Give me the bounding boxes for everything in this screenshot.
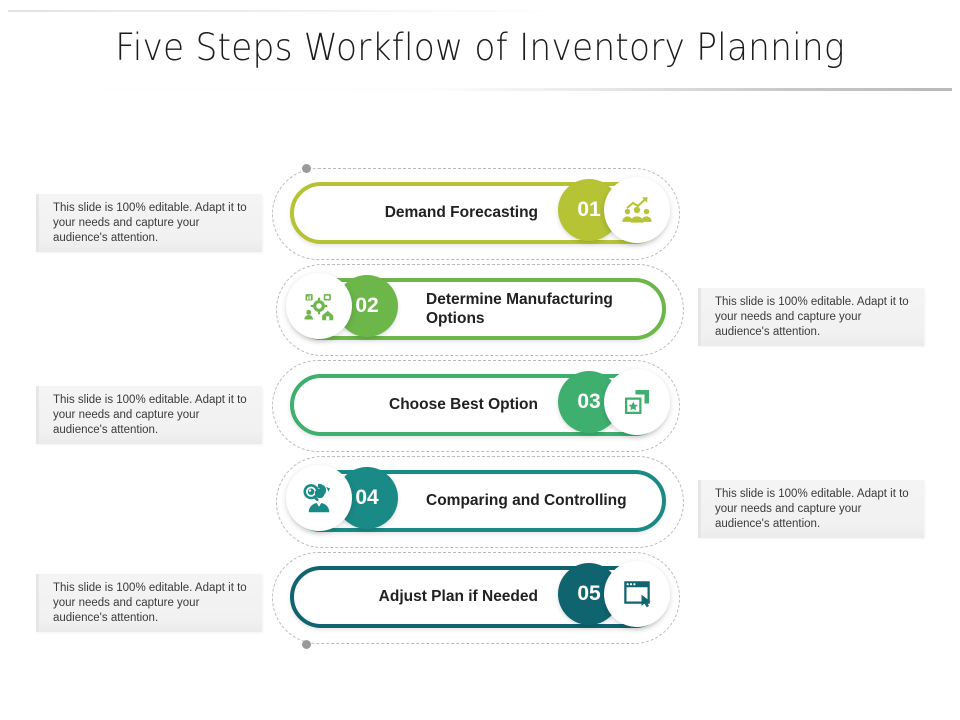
note-box-2: This slide is 100% editable. Adapt it to… bbox=[698, 288, 924, 346]
step-3-label: Choose Best Option bbox=[389, 396, 538, 414]
page-title: Five Steps Workflow of Inventory Plannin… bbox=[115, 26, 845, 69]
step-5-label: Adjust Plan if Needed bbox=[378, 588, 538, 606]
team-growth-icon bbox=[604, 177, 670, 243]
note-box-1: This slide is 100% editable. Adapt it to… bbox=[36, 194, 262, 252]
step-4-label: Comparing and Controlling bbox=[426, 492, 627, 510]
step-2-pill[interactable]: Determine Manufacturing Options 02 bbox=[286, 273, 666, 340]
connector-dot-top bbox=[302, 164, 311, 173]
step-row-2[interactable]: Determine Manufacturing Options 02 bbox=[272, 264, 684, 360]
step-2-label: Determine Manufacturing Options bbox=[426, 290, 613, 327]
step-1-label: Demand Forecasting bbox=[384, 204, 538, 222]
step-3-dashed-outline bbox=[272, 360, 680, 452]
select-card-star-icon bbox=[604, 369, 670, 435]
step-1-dashed-outline bbox=[272, 168, 680, 260]
step-2-dashed-outline bbox=[276, 264, 684, 356]
step-row-1[interactable]: Demand Forecasting 01 bbox=[272, 164, 684, 264]
step-row-5[interactable]: Adjust Plan if Needed 05 bbox=[272, 552, 684, 649]
note-box-3: This slide is 100% editable. Adapt it to… bbox=[36, 386, 262, 444]
note-box-5: This slide is 100% editable. Adapt it to… bbox=[36, 574, 262, 632]
title-divider bbox=[8, 88, 952, 91]
note-box-4: This slide is 100% editable. Adapt it to… bbox=[698, 480, 924, 538]
step-5-pill[interactable]: Adjust Plan if Needed 05 bbox=[290, 561, 670, 628]
step-5-dashed-outline bbox=[272, 552, 680, 644]
analyst-magnifier-icon bbox=[286, 465, 352, 531]
step-row-3[interactable]: Choose Best Option 03 bbox=[272, 360, 684, 456]
step-1-pill[interactable]: Demand Forecasting 01 bbox=[290, 177, 670, 244]
title-top-rule bbox=[8, 10, 568, 12]
checklist-window-icon bbox=[604, 561, 670, 627]
step-4-dashed-outline bbox=[276, 456, 684, 548]
step-row-4[interactable]: Comparing and Controlling 04 bbox=[272, 456, 684, 552]
step-4-pill[interactable]: Comparing and Controlling 04 bbox=[286, 465, 666, 532]
connector-dot-bottom bbox=[302, 640, 311, 649]
step-3-pill[interactable]: Choose Best Option 03 bbox=[290, 369, 670, 436]
factory-gear-icon bbox=[286, 273, 352, 339]
